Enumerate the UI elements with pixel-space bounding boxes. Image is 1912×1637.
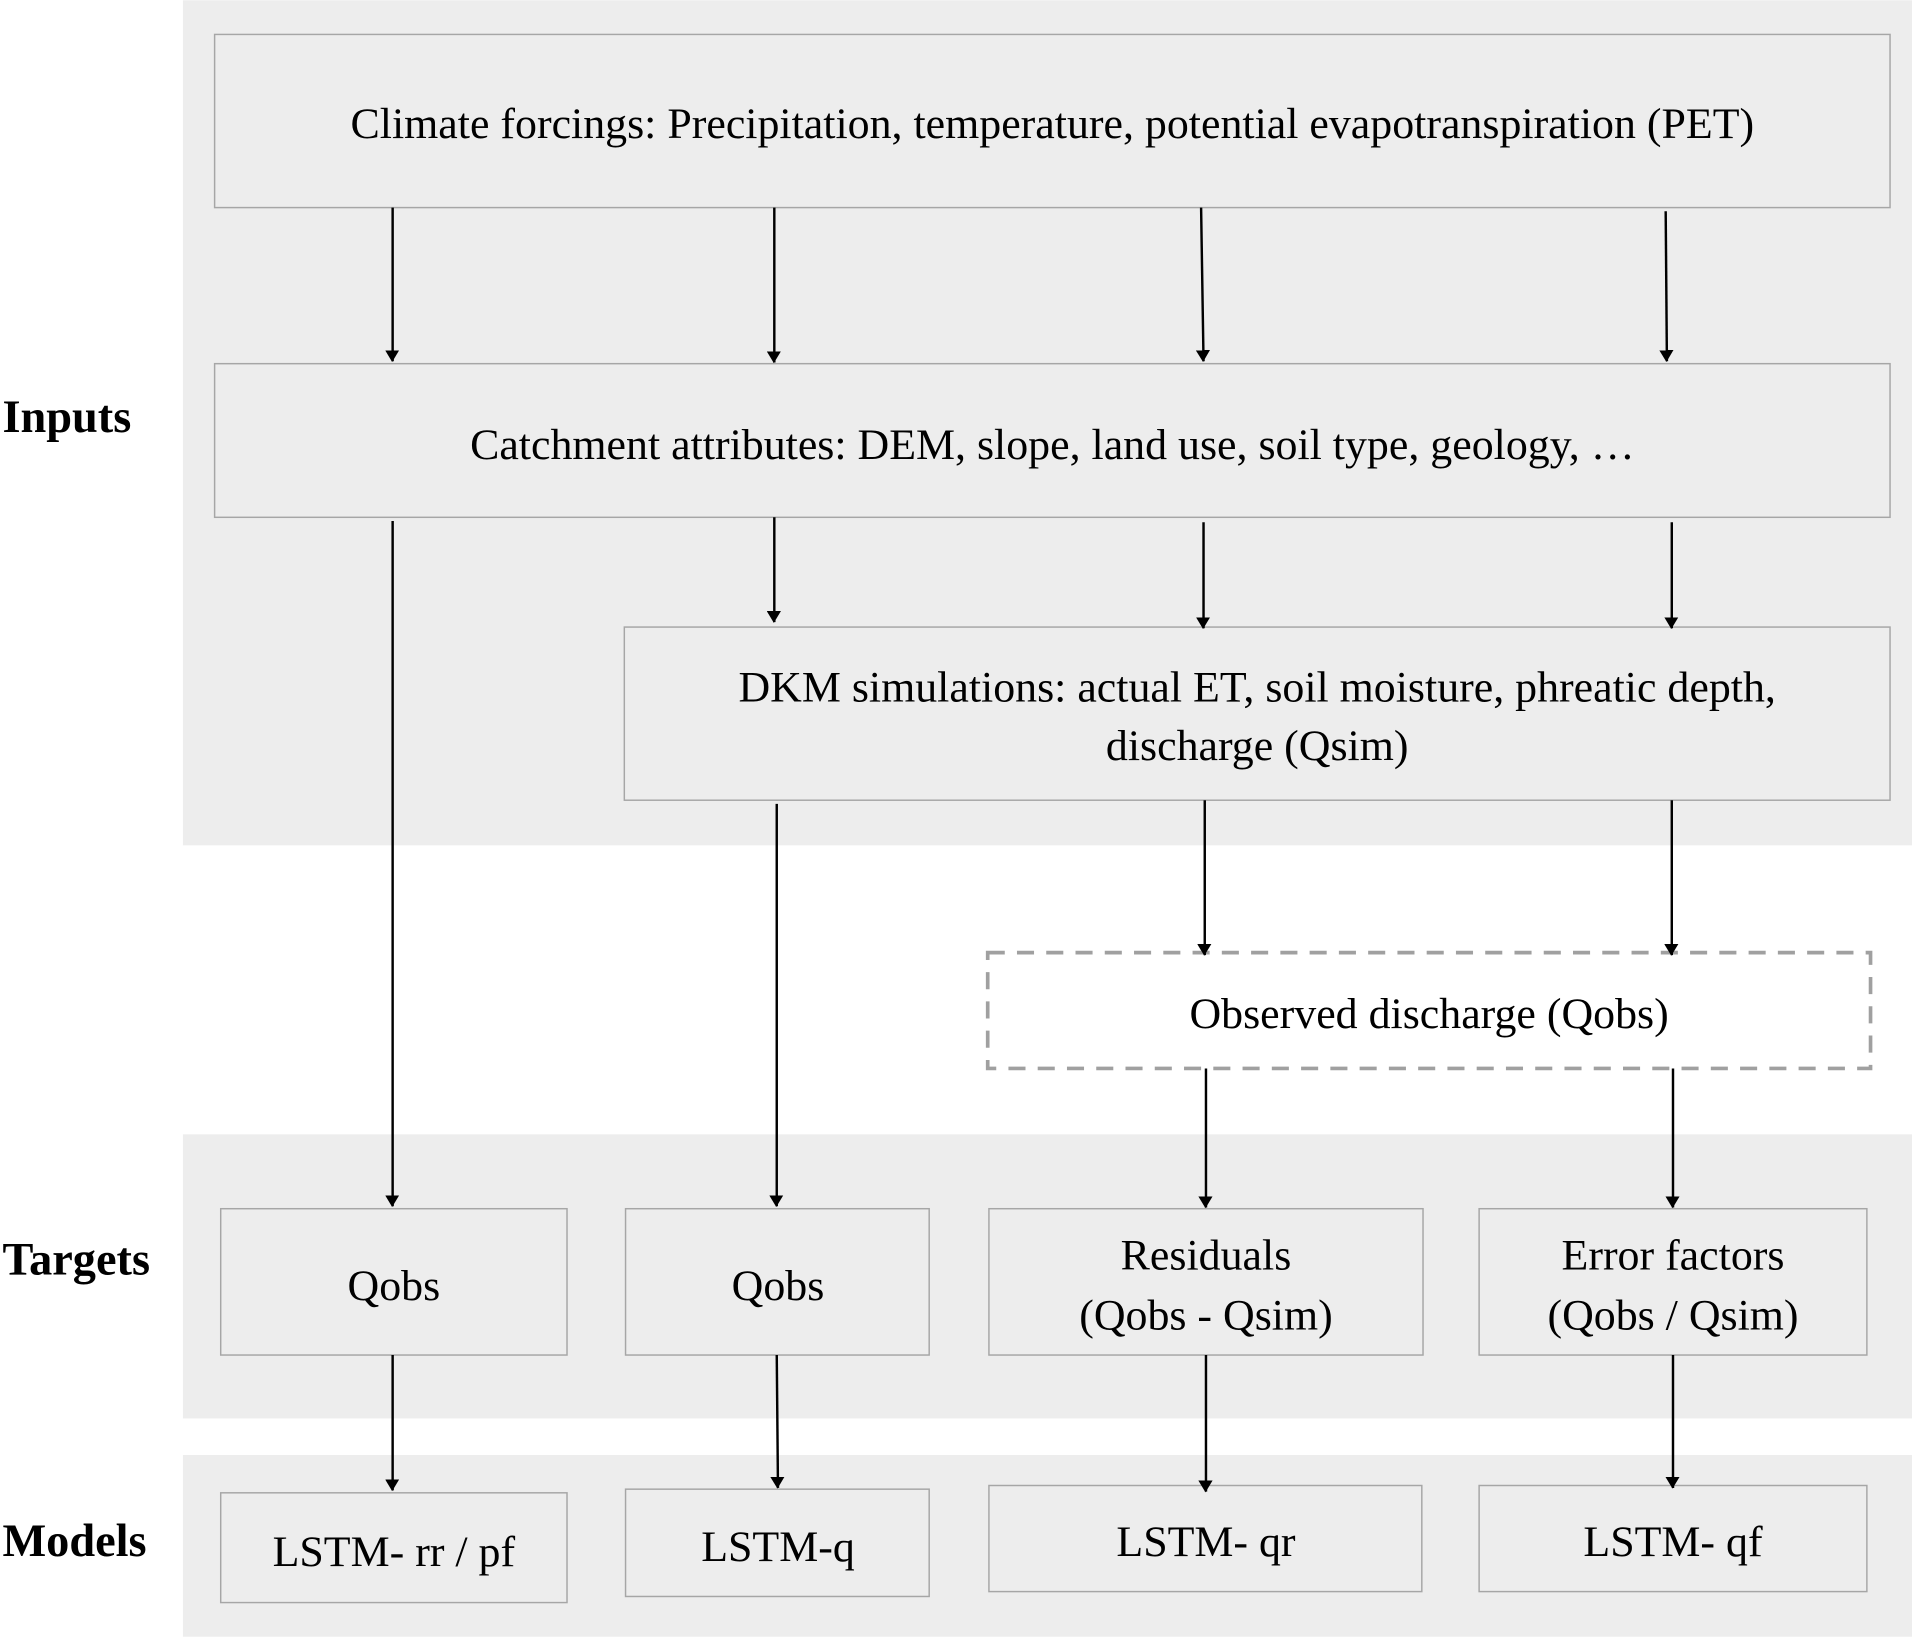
svg-text:Error factors: Error factors xyxy=(1562,1232,1785,1280)
svg-text:discharge (Qsim): discharge (Qsim) xyxy=(1106,722,1409,770)
target-box: Error factors (Qobs / Qsim) xyxy=(1478,1207,1868,1356)
target-box: Residuals (Qobs - Qsim) xyxy=(988,1207,1424,1356)
svg-text:DKM simulations: actual ET, so: DKM simulations: actual ET, soil moistur… xyxy=(739,663,1776,711)
svg-text:Qobs: Qobs xyxy=(348,1262,441,1310)
svg-text:Observed discharge (Qobs): Observed discharge (Qobs) xyxy=(1189,990,1668,1038)
model-box: LSTM- qf xyxy=(1478,1484,1868,1593)
target-box: Qobs xyxy=(219,1207,568,1356)
inputs-label: Inputs xyxy=(2,392,131,443)
arrow xyxy=(777,1355,778,1488)
targets-label: Targets xyxy=(2,1235,150,1286)
models-label: Models xyxy=(2,1516,146,1567)
dkm-simulations-box: DKM simulations: actual ET, soil moistur… xyxy=(623,626,1891,801)
arrow xyxy=(1666,211,1667,361)
svg-text:LSTM- qf: LSTM- qf xyxy=(1583,1518,1763,1566)
svg-text:Climate forcings: Precipitatio: Climate forcings: Precipitation, tempera… xyxy=(351,100,1755,148)
observed-discharge-box: Observed discharge (Qobs) xyxy=(985,950,1873,1071)
climate-forcings-box: Climate forcings: Precipitation, tempera… xyxy=(213,33,1891,209)
model-box: LSTM- rr / pf xyxy=(219,1492,568,1604)
target-box: Qobs xyxy=(624,1207,930,1356)
arrow xyxy=(1201,207,1203,362)
model-box: LSTM- qr xyxy=(988,1484,1423,1593)
svg-text:(Qobs - Qsim): (Qobs - Qsim) xyxy=(1079,1291,1332,1339)
catchment-attributes-box: Catchment attributes: DEM, slope, land u… xyxy=(213,362,1891,519)
arrows xyxy=(393,207,1673,1492)
svg-text:LSTM- qr: LSTM- qr xyxy=(1116,1518,1296,1566)
svg-text:LSTM-q: LSTM-q xyxy=(701,1523,855,1571)
svg-text:LSTM- rr / pf: LSTM- rr / pf xyxy=(273,1528,516,1576)
svg-text:Qobs: Qobs xyxy=(732,1262,825,1310)
model-box: LSTM-q xyxy=(624,1488,930,1598)
svg-text:(Qobs / Qsim): (Qobs / Qsim) xyxy=(1547,1291,1798,1339)
svg-text:Residuals: Residuals xyxy=(1121,1232,1292,1280)
svg-text:Catchment attributes: DEM, slo: Catchment attributes: DEM, slope, land u… xyxy=(470,421,1635,469)
